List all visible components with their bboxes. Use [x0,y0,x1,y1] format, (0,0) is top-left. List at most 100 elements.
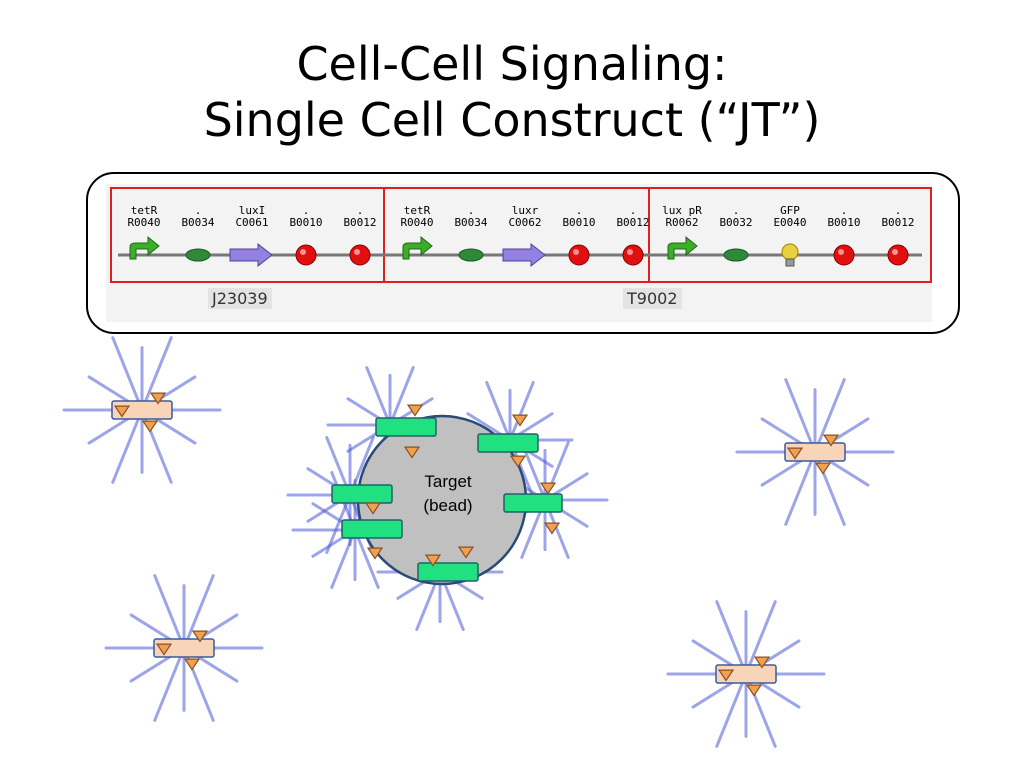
part-name: luxr [511,204,539,217]
construct-label-j23039: J23039 [208,288,272,309]
triangle-icon [191,630,209,643]
oval-icon [185,248,211,262]
red-ball-icon [568,244,590,266]
signaling-cell [153,630,215,671]
part-id: C0061 [235,216,269,229]
part-b0012[interactable]: .B0012 [607,205,659,229]
part-name: luxI [238,204,266,217]
part-name: . [575,204,583,217]
construct-label-t9002: T9002 [623,288,682,309]
bound-cell [417,562,479,582]
part-name: GFP [780,204,800,217]
triangle-icon [183,658,201,671]
part-id: B0010 [562,216,596,229]
part-name: lux pR [662,204,702,217]
cell-1-ray [111,336,144,412]
bead-label-line2: (bead) [423,496,473,515]
part-name: . [356,204,364,217]
part-name: . [732,204,740,217]
block-arrow-icon [229,242,273,268]
part-id: B0010 [289,216,323,229]
bead-cell-1-ray [365,366,392,427]
bead-cell-5-ray [330,528,357,589]
part-b0010[interactable]: .B0010 [553,205,605,229]
part-id: B0012 [343,216,377,229]
part-b0034[interactable]: .B0034 [445,205,497,229]
block-arrow-icon [502,242,546,268]
part-b0012[interactable]: .B0012 [872,205,924,229]
bent-arrow-icon [129,235,160,260]
triangle-icon [366,547,384,560]
triangle-icon [149,392,167,405]
triangle-icon [403,446,421,459]
part-id: B0032 [719,216,753,229]
triangle-icon [113,405,131,418]
cell-3-ray [153,646,186,722]
part-id: B0034 [181,216,215,229]
cell-3-ray [182,574,215,650]
triangle-icon [511,414,529,427]
signaling-cell [715,656,777,697]
part-id: R0062 [665,216,699,229]
triangle-icon [717,669,735,682]
part-id: B0012 [881,216,915,229]
triangle-icon [822,434,840,447]
bound-cell [341,519,403,539]
part-id: R0040 [400,216,434,229]
part-b0012[interactable]: .B0012 [334,205,386,229]
cell-2-ray [813,378,846,454]
part-b0032[interactable]: .B0032 [710,205,762,229]
cell-4-ray [715,672,748,748]
cell-4-ray [744,600,777,676]
bound-cell [477,433,539,453]
part-name: . [894,204,902,217]
title-line-2: Single Cell Construct (“JT”) [203,93,821,147]
triangle-icon [786,447,804,460]
bead-cell-5-ray [353,528,380,589]
part-b0034[interactable]: .B0034 [172,205,224,229]
signaling-cells [111,392,846,697]
cell-4-ray [715,600,748,676]
part-id: B0034 [454,216,488,229]
slide-title: Cell-Cell Signaling: Single Cell Constru… [0,36,1024,148]
signaling-cell [111,392,173,433]
part-name: . [194,204,202,217]
triangle-icon [141,420,159,433]
red-ball-icon [622,244,644,266]
part-name: . [302,204,310,217]
triangle-icon [753,656,771,669]
cell-3-ray [153,574,186,650]
part-b0010[interactable]: .B0010 [818,205,870,229]
oval-icon [723,248,749,262]
part-id: B0012 [616,216,650,229]
target-bead [331,404,563,586]
group-box-gfp [648,187,932,283]
triangle-icon [424,554,442,567]
triangle-icon [543,522,561,535]
bound-cell [503,493,563,513]
light-bulb-icon [781,243,799,267]
bead-label: Target (bead) [398,470,498,518]
triangle-icon [364,502,382,515]
triangle-icon [814,462,832,475]
part-id: E0040 [773,216,807,229]
red-ball-icon [349,244,371,266]
bead-cell-1-ray [388,366,415,427]
part-name: tetR [130,204,158,217]
triangle-icon [509,455,527,468]
part-name: tetR [403,204,431,217]
part-b0010[interactable]: .B0010 [280,205,332,229]
triangle-icon [539,482,557,495]
red-ball-icon [887,244,909,266]
red-ball-icon [295,244,317,266]
part-name: . [629,204,637,217]
red-ball-icon [833,244,855,266]
triangle-icon [745,684,763,697]
